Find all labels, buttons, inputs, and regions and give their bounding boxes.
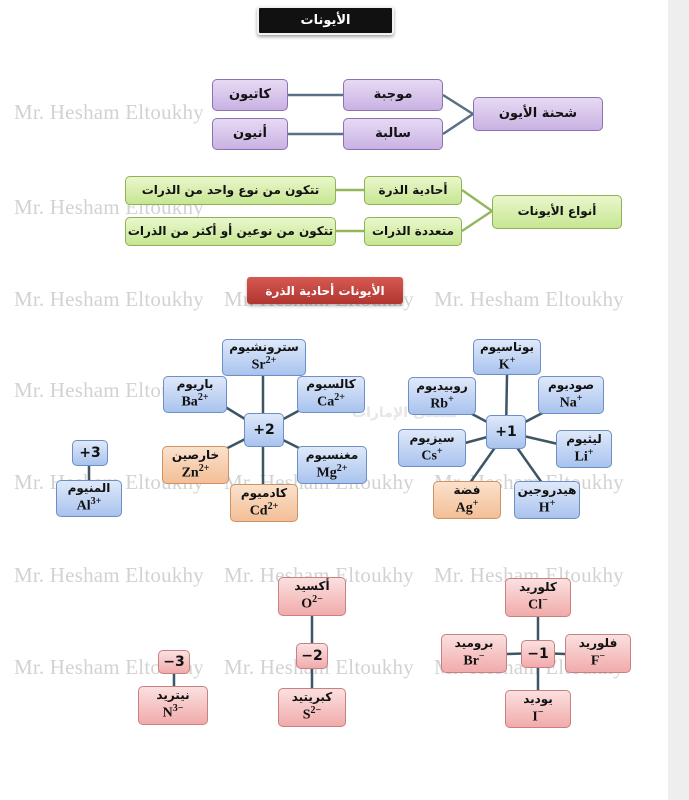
ion-symbol: Mg2+: [316, 462, 348, 481]
ion-symbol: Rb+: [430, 393, 454, 412]
ion-symbol: Cd2+: [249, 500, 279, 519]
ion-name: بروميد: [454, 636, 494, 651]
ion-symbol: Br−: [463, 651, 485, 669]
ion-name: كالسيوم: [306, 377, 356, 392]
ion-magnesium: مغنسيوم Mg2+: [297, 446, 367, 484]
ion-rubidium: روبيديوم Rb+: [408, 377, 476, 415]
ion-name: خارصين: [171, 447, 220, 462]
ion-types-box: أنواع الأيونات: [492, 195, 622, 229]
ion-name: مغنسيوم: [305, 447, 359, 462]
ion-name: بوتاسيوم: [479, 339, 535, 354]
watermark: Mr. Hesham Eltoukhy: [14, 287, 204, 311]
ion-symbol: F−: [590, 651, 606, 669]
ion-calcium: كالسيوم Ca2+: [297, 376, 365, 413]
ion-symbol: K+: [498, 354, 516, 373]
ion-name: صوديوم: [547, 377, 595, 392]
main-title: الأيونات: [257, 6, 394, 35]
ion-charge-box: شحنة الأيون: [473, 97, 603, 131]
ion-name: نيتريد: [156, 688, 190, 703]
ion-nitride: نيتريد N3−: [138, 686, 208, 725]
ion-symbol: Li+: [574, 446, 594, 465]
ion-name: باريوم: [176, 377, 214, 392]
ion-bromide: بروميد Br−: [441, 634, 507, 673]
watermark: Mr. Hesham Eltoukhy: [434, 287, 624, 311]
ion-chloride: كلوريد Cl−: [505, 578, 571, 617]
ion-potassium: بوتاسيوم K+: [473, 339, 541, 375]
ion-name: كبريتيد: [291, 690, 333, 705]
ion-symbol: Al3+: [76, 496, 102, 514]
ion-strontium: سترونشيوم Sr2+: [222, 339, 306, 376]
ion-symbol: Cl−: [528, 595, 548, 613]
ion-name: يوديد: [523, 691, 553, 706]
ion-zinc: خارصين Zn2+: [162, 446, 229, 484]
charge-plus1-center: +1: [486, 415, 526, 449]
ion-symbol: N3−: [162, 703, 184, 721]
ion-symbol: Sr2+: [251, 355, 277, 373]
ion-aluminium: المنيوم Al3+: [56, 480, 122, 517]
ion-hydrogen: هيدروجين H+: [514, 481, 580, 519]
ion-cadmium: كادميوم Cd2+: [230, 484, 298, 522]
ion-symbol: Ca2+: [317, 392, 345, 410]
positive-box: موجبة: [343, 79, 443, 111]
ion-name: هيدروجين: [517, 482, 577, 497]
monatomic-description: تتكون من نوع واحد من الذرات: [125, 176, 336, 205]
ion-symbol: Na+: [559, 392, 583, 411]
polyatomic-description: تتكون من نوعين أو أكثر من الذرات: [125, 217, 336, 246]
ion-symbol: Cs+: [421, 445, 443, 464]
ion-barium: باريوم Ba2+: [163, 376, 227, 413]
ion-name: روبيديوم: [416, 378, 468, 393]
charge-minus3-center: −3: [158, 650, 190, 674]
ion-symbol: I−: [532, 706, 544, 725]
negative-box: سالبة: [343, 118, 443, 150]
ion-oxide: أكسيد O2−: [278, 577, 346, 616]
watermark: Mr. Hesham Eltoukhy: [14, 100, 204, 124]
polyatomic-box: متعددة الذرات: [364, 217, 462, 246]
watermark: Mr. Hesham Eltoukhy: [14, 563, 204, 587]
ion-name: ليثيوم: [566, 431, 602, 446]
charge-minus2-center: −2: [296, 643, 328, 669]
section-title: الأيونات أحادية الذرة: [247, 277, 403, 304]
ion-name: المنيوم: [67, 481, 111, 496]
ion-symbol: H+: [538, 497, 556, 516]
ion-sodium: صوديوم Na+: [538, 376, 604, 414]
ion-silver: فضة Ag+: [433, 481, 501, 519]
ion-symbol: Zn2+: [181, 462, 210, 481]
anion-box: أنيون: [212, 118, 288, 150]
ion-symbol: O2−: [301, 594, 323, 612]
ion-name: كادميوم: [240, 485, 288, 500]
ion-name: أكسيد: [294, 579, 330, 594]
ion-symbol: Ba2+: [181, 392, 209, 410]
ion-name: سترونشيوم: [229, 340, 299, 355]
ion-symbol: Ag+: [455, 497, 479, 516]
charge-plus3-center: +3: [72, 440, 108, 466]
ion-name: فضة: [453, 482, 481, 497]
monatomic-box: أحادية الذرة: [364, 176, 462, 205]
ion-fluoride: فلوريد F−: [565, 634, 631, 673]
cation-box: كاتيون: [212, 79, 288, 111]
ion-sulfide: كبريتيد S2−: [278, 688, 346, 727]
charge-plus2-center: +2: [244, 413, 284, 447]
ion-lithium: ليثيوم Li+: [556, 430, 612, 468]
ion-iodide: يوديد I−: [505, 690, 571, 728]
ion-name: سيزيوم: [409, 430, 455, 445]
ion-name: كلوريد: [519, 580, 557, 595]
right-scroll-panel: [668, 0, 689, 800]
ion-name: فلوريد: [578, 636, 618, 651]
charge-minus1-center: −1: [521, 640, 555, 668]
ion-symbol: S2−: [302, 705, 322, 723]
ion-cesium: سيزيوم Cs+: [398, 429, 466, 467]
